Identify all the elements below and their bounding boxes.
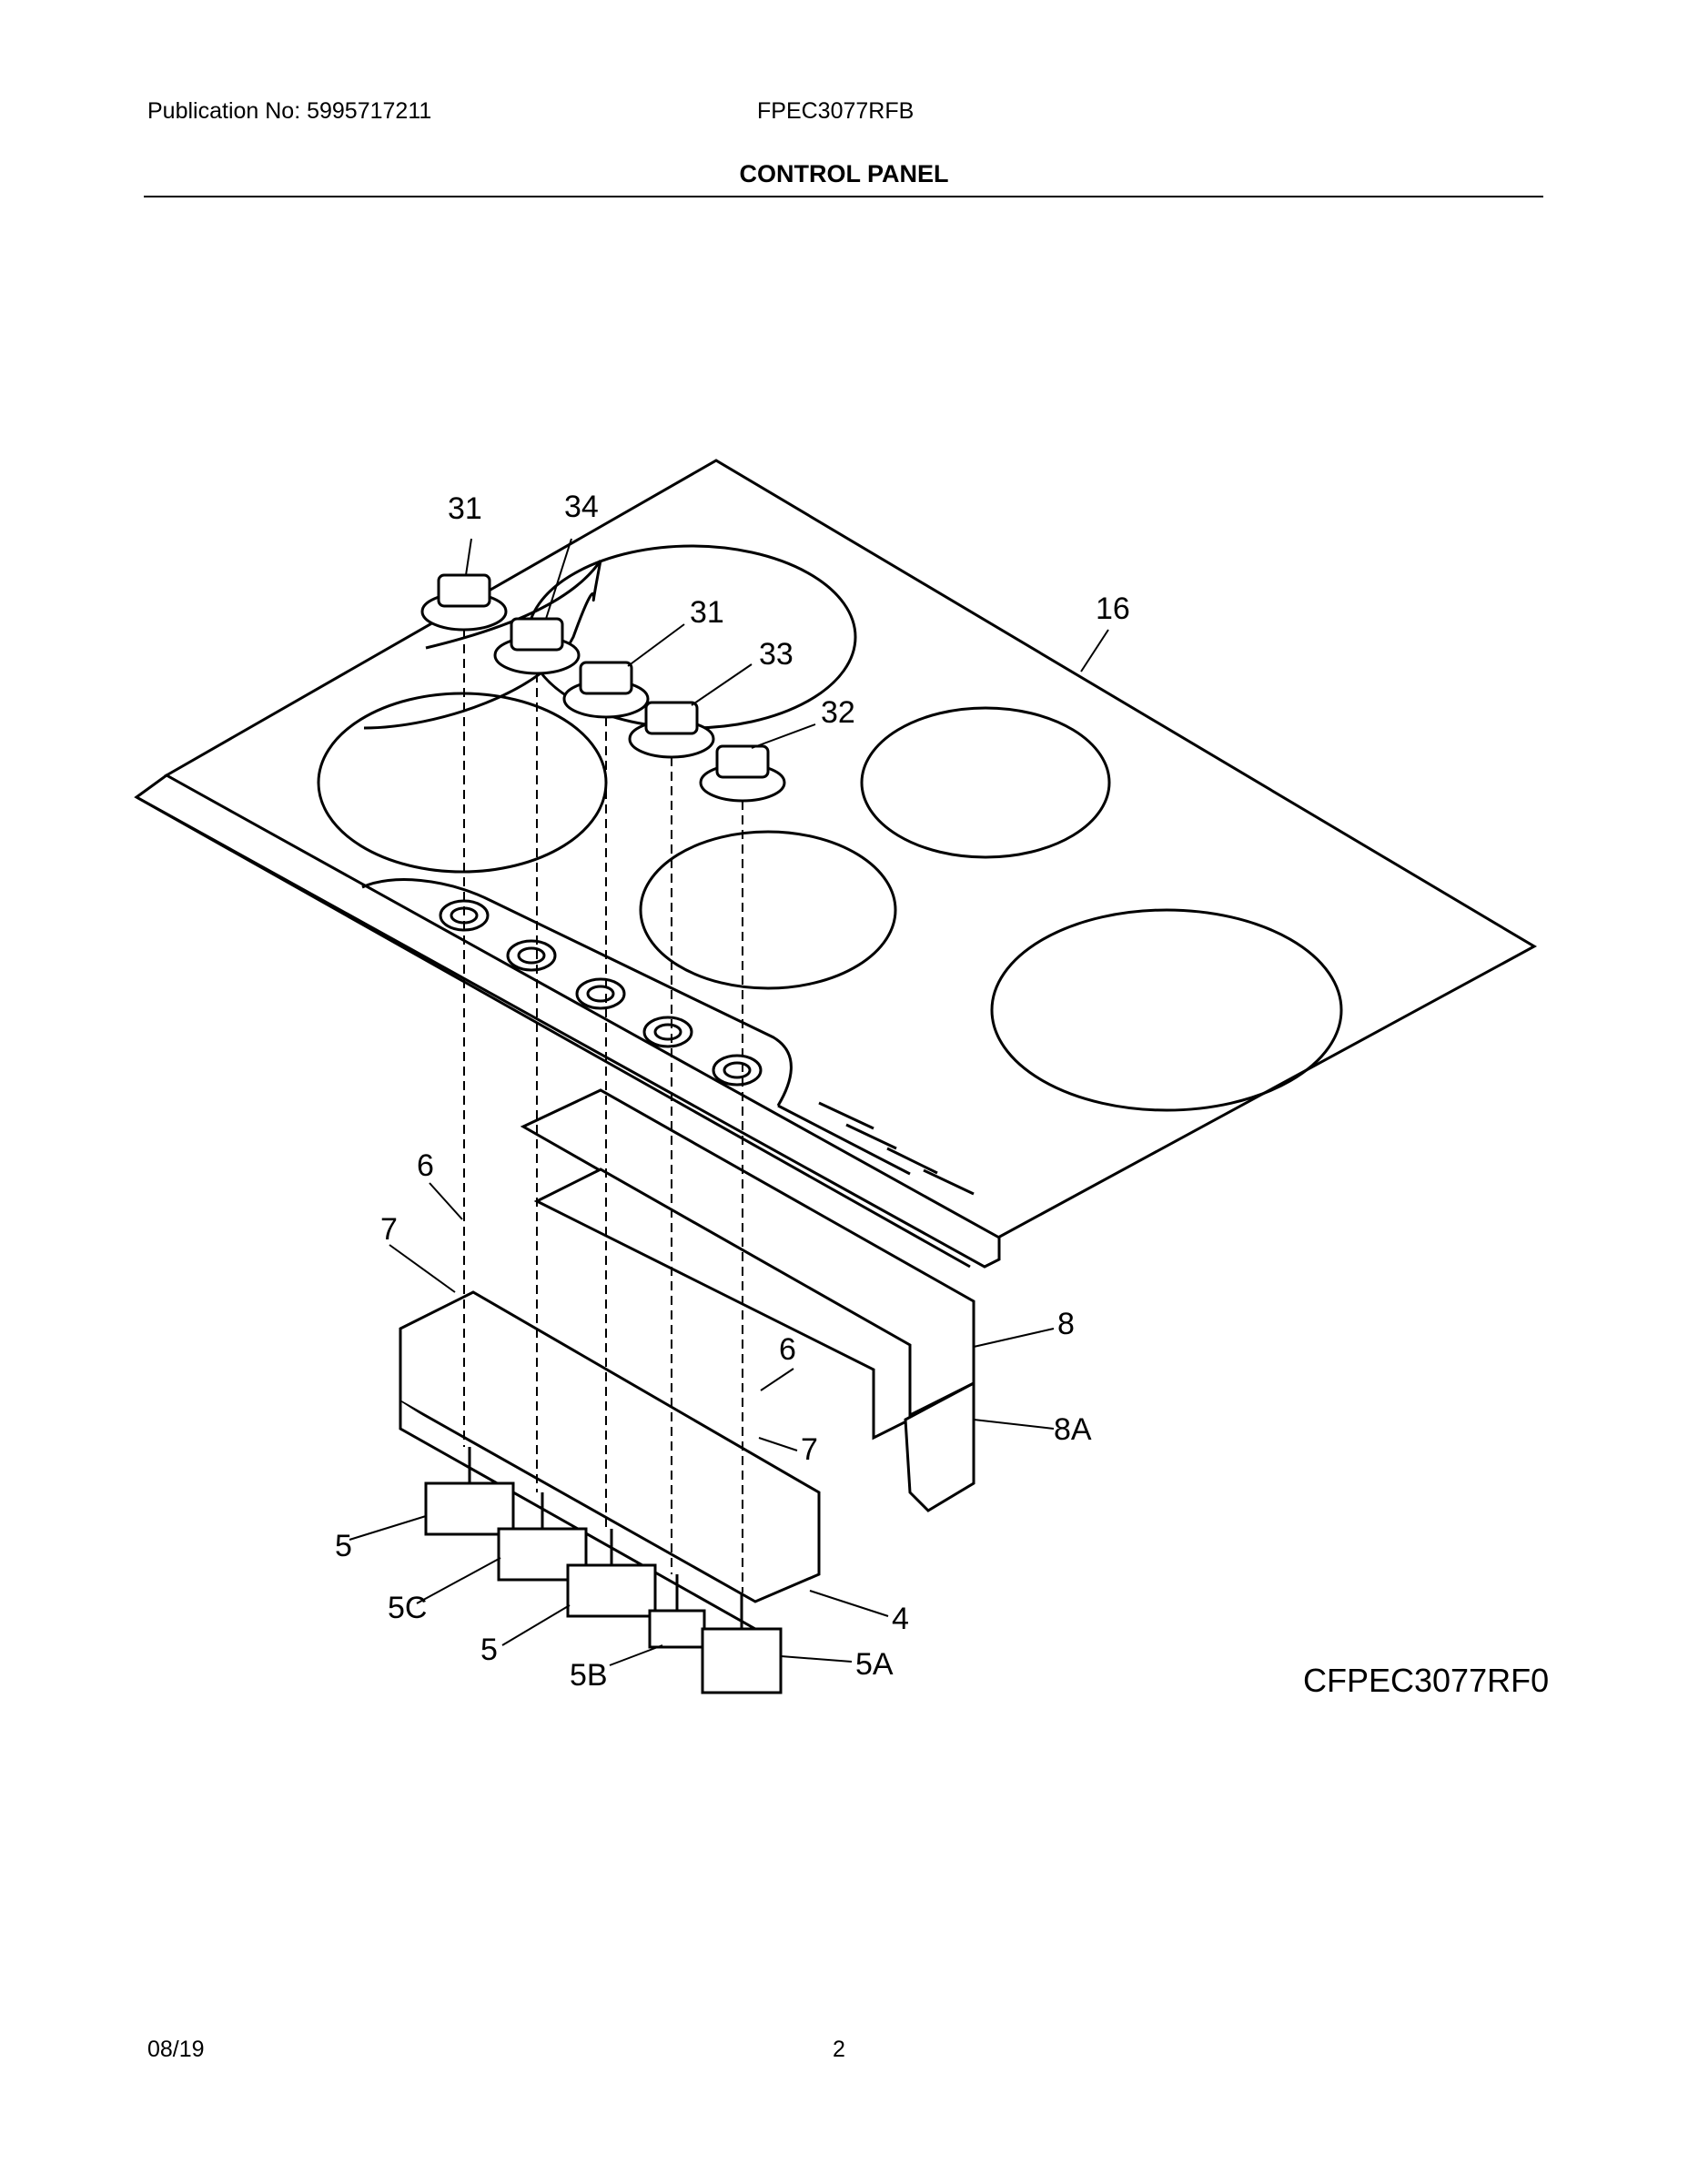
callout-4: 4 bbox=[892, 1602, 909, 1636]
page-number: 2 bbox=[833, 2037, 845, 2062]
callout-33: 33 bbox=[759, 637, 793, 672]
callout-31-left: 31 bbox=[448, 491, 482, 526]
page-title: CONTROL PANEL bbox=[739, 160, 949, 187]
model-number: FPEC3077RFB bbox=[757, 98, 915, 124]
lower-plate bbox=[399, 1290, 821, 1631]
callout-34: 34 bbox=[564, 490, 599, 524]
cooktop-glass bbox=[134, 459, 1538, 1269]
callout-5a: 5A bbox=[855, 1647, 894, 1682]
assembly-guides bbox=[463, 630, 743, 1592]
knob-holes bbox=[439, 899, 763, 1087]
callout-5-bottom: 5 bbox=[480, 1633, 498, 1667]
callout-7-left: 7 bbox=[380, 1212, 398, 1247]
callout-8: 8 bbox=[1057, 1307, 1075, 1341]
footer-date: 08/19 bbox=[147, 2037, 205, 2062]
callout-31-right: 31 bbox=[690, 595, 724, 630]
switch-components bbox=[424, 1447, 783, 1694]
callout-leaders bbox=[349, 538, 1109, 1666]
figure-id: CFPEC3077RF0 bbox=[1303, 1662, 1550, 1699]
callout-32: 32 bbox=[821, 695, 855, 730]
control-bracket bbox=[520, 1088, 975, 1512]
callout-5b: 5B bbox=[570, 1658, 608, 1693]
callout-5c: 5C bbox=[388, 1591, 427, 1625]
publication-number: Publication No: 5995717211 bbox=[147, 98, 432, 124]
callout-8a: 8A bbox=[1054, 1412, 1092, 1447]
callout-5-top: 5 bbox=[335, 1529, 352, 1563]
header-divider bbox=[144, 196, 1543, 197]
callout-16: 16 bbox=[1096, 592, 1130, 626]
callout-6-left: 6 bbox=[417, 1148, 434, 1183]
callout-labels: 31 34 31 33 32 16 6 7 6 8 8A 7 5 5C 5 5B… bbox=[335, 490, 1130, 1693]
callout-6-right: 6 bbox=[779, 1332, 796, 1367]
callout-7-right: 7 bbox=[801, 1432, 818, 1467]
